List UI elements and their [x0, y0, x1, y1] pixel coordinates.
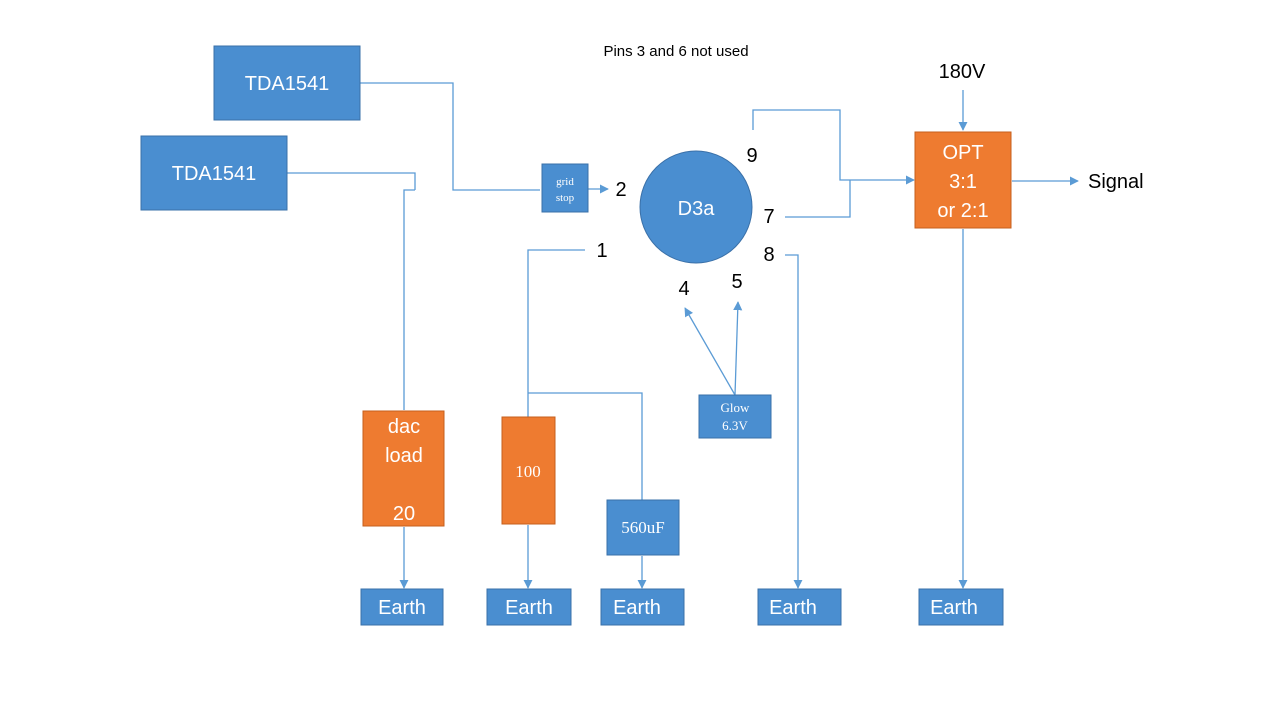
grid-stop-label-2: stop: [556, 192, 575, 204]
earth-2-label: Earth: [505, 597, 553, 619]
dac-chip-top: TDA1541: [213, 45, 361, 121]
wire-dac-bottom-to-grid: [287, 172, 416, 190]
pin-labels: 2 1 9 7 8 4 5: [596, 145, 774, 300]
wire-pin1-to-capacitor: [528, 392, 643, 500]
tube-label: D3a: [678, 198, 716, 220]
tube-d3a: D3a: [639, 150, 753, 264]
dac-chip-bottom: TDA1541: [140, 135, 288, 211]
wire-pin1-to-resistor: [527, 249, 585, 417]
wire-dac-top-to-grid: [360, 82, 540, 191]
dac-chip-top-label: TDA1541: [245, 73, 330, 95]
wire-glow-to-pin4: [684, 307, 736, 396]
cathode-capacitor: 560uF: [606, 499, 680, 556]
wire-pin7-to-opt: [785, 180, 851, 218]
pin-5-label: 5: [731, 271, 742, 293]
earth-4-label: Earth: [769, 597, 817, 619]
earth-1-label: Earth: [378, 597, 426, 619]
earth-5-label: Earth: [930, 597, 978, 619]
grid-stop-label-1: grid: [556, 176, 574, 188]
pin-2-label: 2: [615, 179, 626, 201]
dac-load-label-3: 20: [393, 503, 415, 525]
dac-load-label-2: load: [385, 445, 423, 467]
dac-load-resistor: dac load 20: [362, 410, 445, 527]
cathode-capacitor-label: 560uF: [621, 518, 664, 537]
heater-label-1: Glow: [721, 400, 751, 415]
cathode-resistor: 100: [501, 416, 556, 525]
signal-label: Signal: [1088, 171, 1144, 193]
supply-label: 180V: [939, 61, 986, 83]
earth-2: Earth: [486, 588, 572, 626]
earth-3-label: Earth: [613, 597, 661, 619]
dac-chip-bottom-label: TDA1541: [172, 163, 257, 185]
pin-8-label: 8: [763, 244, 774, 266]
note-text: Pins 3 and 6 not used: [603, 43, 748, 60]
heater-label-2: 6.3V: [722, 418, 748, 433]
cathode-resistor-label: 100: [515, 462, 541, 481]
wire-pin8-to-earth: [785, 254, 803, 589]
opt-label-3: or 2:1: [937, 200, 988, 222]
pin-4-label: 4: [678, 278, 689, 300]
wire-grid-to-dac-load: [403, 189, 415, 410]
grid-stop-resistor: grid stop: [541, 163, 589, 213]
wire-pin9-to-opt: [752, 109, 915, 185]
pin-9-label: 9: [746, 145, 757, 167]
heater-supply: Glow 6.3V: [698, 394, 772, 439]
earth-5: Earth: [918, 588, 1004, 626]
opt-label-1: OPT: [942, 142, 983, 164]
pin-1-label: 1: [596, 240, 607, 262]
earth-3: Earth: [600, 588, 685, 626]
earth-1: Earth: [360, 588, 444, 626]
wires: [287, 82, 1079, 589]
output-transformer: OPT 3:1 or 2:1: [914, 131, 1012, 229]
pin-7-label: 7: [763, 206, 774, 228]
dac-load-label-1: dac: [388, 416, 420, 438]
opt-label-2: 3:1: [949, 171, 977, 193]
wire-glow-to-pin5: [733, 301, 743, 396]
earth-4: Earth: [757, 588, 842, 626]
